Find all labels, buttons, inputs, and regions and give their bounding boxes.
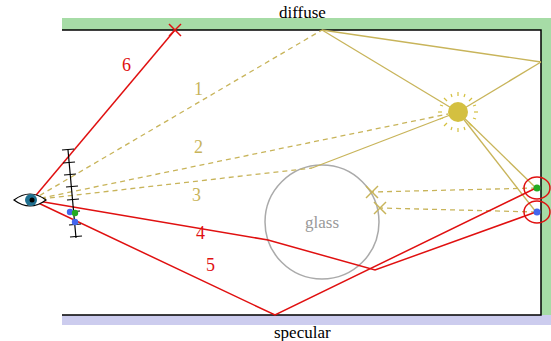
pixel-sample <box>72 219 78 225</box>
node-label: diffuse <box>279 4 326 21</box>
hit-point <box>534 209 541 216</box>
callout-number: 1 <box>194 80 203 98</box>
callout-number: 2 <box>194 138 203 156</box>
pixel-sample <box>72 210 78 216</box>
right-wall <box>541 18 551 325</box>
room-outline <box>62 30 541 315</box>
light-source <box>438 92 478 132</box>
node-label: glass <box>305 214 339 231</box>
traced-rays <box>32 24 550 315</box>
floor-band: specular <box>62 315 551 325</box>
glass-sphere <box>265 165 379 279</box>
light-paths <box>312 30 541 212</box>
callout-number: 6 <box>122 56 131 74</box>
image-plane <box>62 149 82 238</box>
node-label: specular <box>274 324 331 341</box>
callout-number: 3 <box>192 186 201 204</box>
wall-band: diffuse <box>62 18 551 30</box>
eye <box>14 194 46 206</box>
blocked-marks <box>366 186 386 214</box>
callout-number: 5 <box>206 256 215 274</box>
callout-number: 4 <box>196 224 205 242</box>
sun <box>448 102 468 122</box>
camera-rays <box>32 30 536 212</box>
hit-point <box>534 185 541 192</box>
glass-sphere-node: glass <box>265 165 379 279</box>
